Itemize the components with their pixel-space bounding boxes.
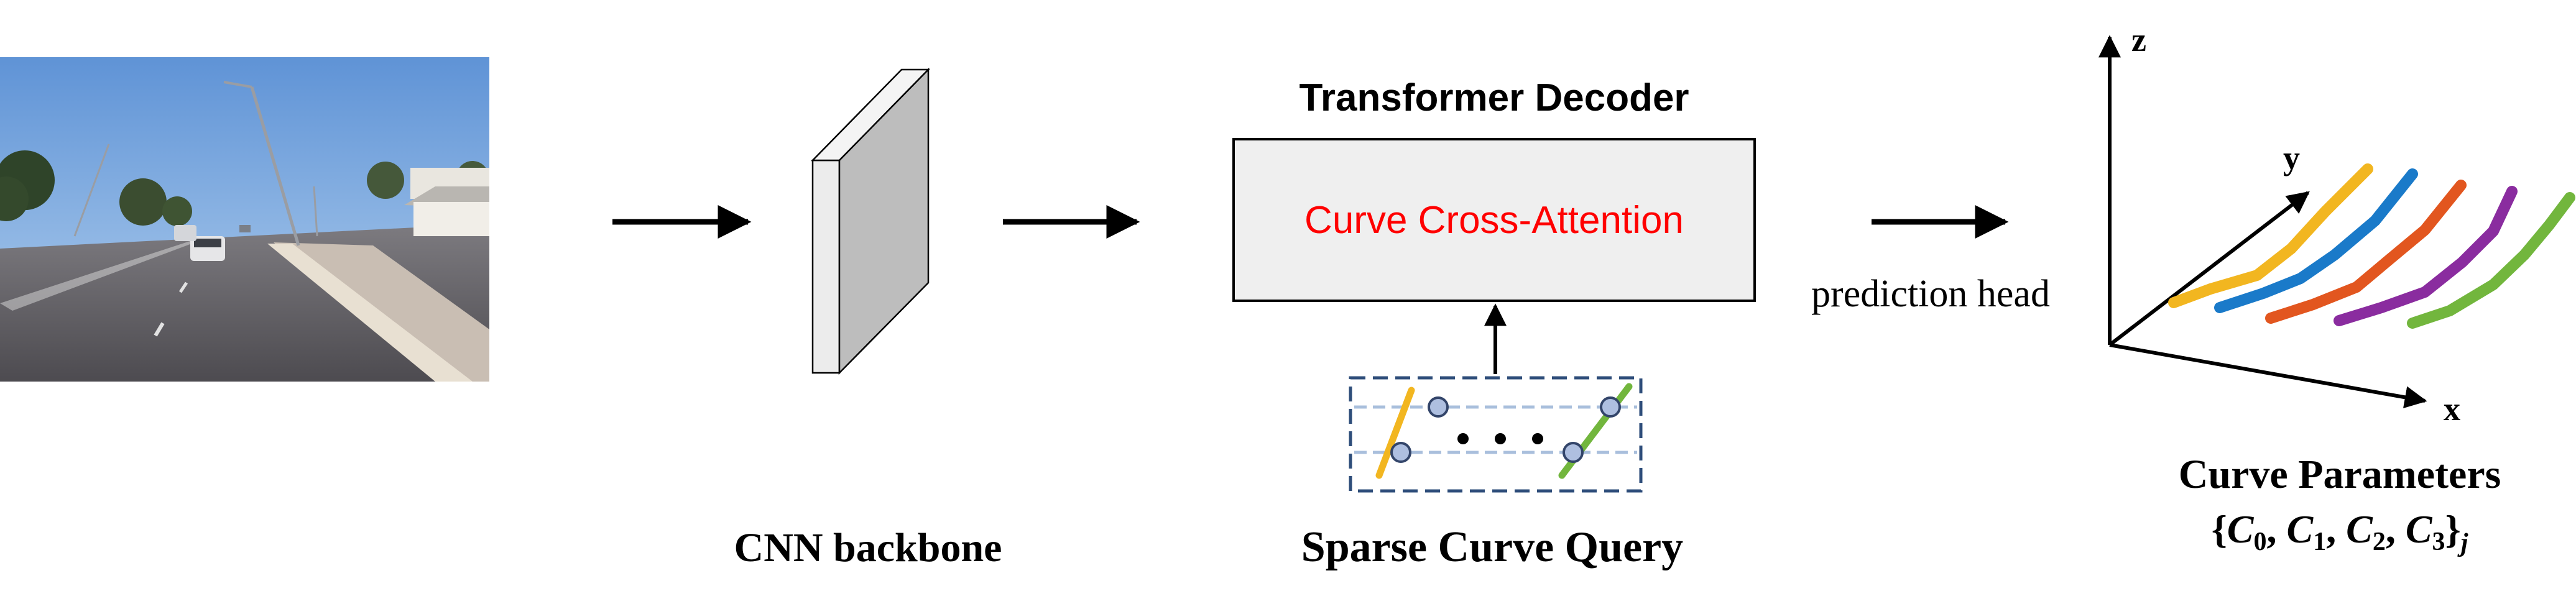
lane-curve-purple [2334,186,2518,326]
lane-curve-orange [2265,180,2467,324]
query-node [1390,442,1411,463]
transformer-decoder-box [1232,138,1756,302]
curve-parameters-formula: {C0, C1, C2, C3}j [2212,507,2468,557]
curve-parameters-title: Curve Parameters [2179,452,2501,497]
query-node [1428,396,1449,418]
transformer-decoder-title: Transformer Decoder [1299,76,1689,119]
z-axis-label: z [2131,21,2146,58]
cnn-backbone-block [811,67,930,375]
cnn-backbone-label: CNN backbone [734,525,1002,570]
lane-curve-yellow [2168,163,2373,308]
query-node [1563,442,1584,463]
x-axis-label: x [2444,390,2460,428]
query-curve-yellow [1375,387,1415,479]
y-axis-label: y [2283,139,2300,176]
y-axis [2108,191,2310,347]
prediction-head-label: prediction head [1811,273,2050,315]
query-node [1600,396,1621,418]
sparse-curve-query-label: Sparse Curve Query [1301,523,1683,571]
curve-output-plot: z x y [2098,21,2575,428]
curve-cross-attention-label: Curve Cross-Attention [1304,199,1684,242]
input-road-image [0,57,489,382]
lane-curve-green [2407,192,2575,329]
ellipsis-dots [1457,433,1543,444]
x-axis [2109,343,2427,409]
lane-curve-blue [2214,168,2418,313]
sparse-curve-query-box [1349,376,1643,493]
